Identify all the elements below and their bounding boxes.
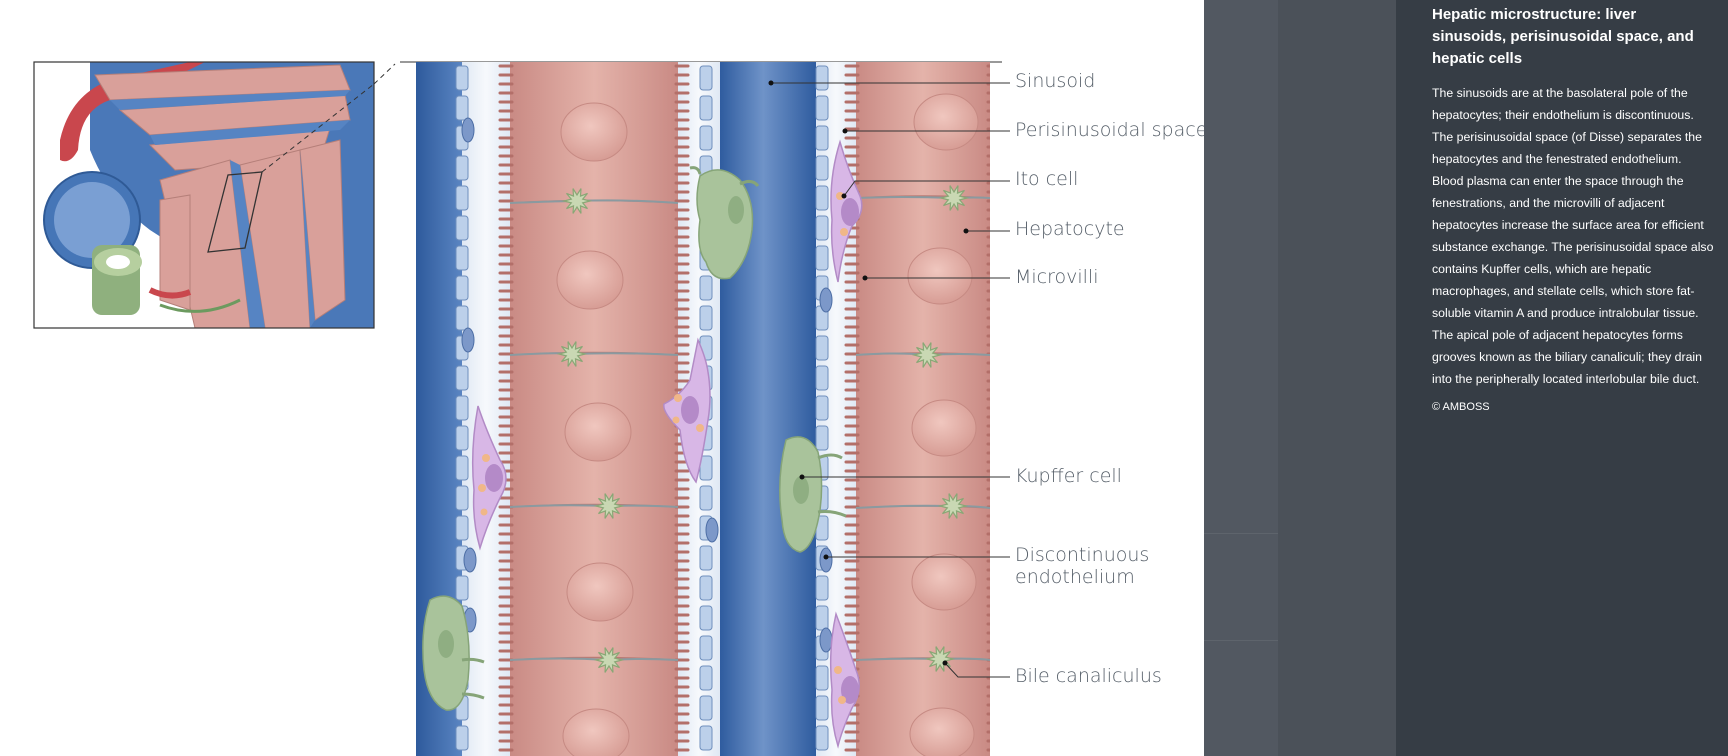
endothelial-nucleus bbox=[461, 117, 475, 143]
endothelial-nucleus bbox=[461, 327, 475, 353]
endothelial-cell-segment bbox=[455, 95, 469, 121]
endothelial-cell-segment bbox=[455, 485, 469, 511]
endothelial-cell-segment bbox=[699, 125, 713, 151]
endothelial-cell-segment bbox=[699, 665, 713, 691]
gutter-strip-left bbox=[1204, 0, 1278, 756]
endothelial-nucleus bbox=[819, 627, 833, 653]
endothelial-cell-segment bbox=[455, 575, 469, 601]
endothelial-cell-segment bbox=[455, 725, 469, 751]
endothelial-cell-segment bbox=[455, 365, 469, 391]
viewer-gutter bbox=[1204, 0, 1396, 756]
label-hepatocyte: Hepatocyte bbox=[1015, 218, 1125, 240]
endothelial-cell-segment bbox=[699, 305, 713, 331]
endothelial-cell-segment bbox=[699, 725, 713, 751]
label-kupffer-cell: Kupffer cell bbox=[1015, 465, 1122, 487]
endothelial-nucleus bbox=[463, 547, 477, 573]
endothelial-cell-segment bbox=[455, 305, 469, 331]
endothelial-cell-segment bbox=[815, 395, 829, 421]
endothelial-cell-segment bbox=[455, 425, 469, 451]
endothelial-cell-segment bbox=[815, 695, 829, 721]
endothelial-cell-segment bbox=[815, 365, 829, 391]
endothelial-nucleus bbox=[705, 517, 719, 543]
label-microvilli: Microvilli bbox=[1015, 266, 1099, 288]
label-discontinuous-endothelium-line1: Discontinuous bbox=[1015, 544, 1150, 566]
endothelial-cell-segment bbox=[699, 95, 713, 121]
bile-canaliculus-star bbox=[593, 647, 625, 673]
endothelial-cell-segment bbox=[699, 545, 713, 571]
endothelial-cell-segment bbox=[815, 665, 829, 691]
endothelial-cell-segment bbox=[455, 245, 469, 271]
endothelial-cell-segment bbox=[699, 635, 713, 661]
bile-canaliculus-star bbox=[911, 342, 943, 368]
bile-canaliculus-star bbox=[593, 493, 625, 519]
endothelial-cell-segment bbox=[699, 275, 713, 301]
copyright-notice: © AMBOSS bbox=[1432, 401, 1490, 413]
endothelial-cell-segment bbox=[455, 395, 469, 421]
label-ito-cell: Ito cell bbox=[1015, 168, 1079, 190]
endothelial-cell-segment bbox=[815, 335, 829, 361]
liver-microstructure-illustration bbox=[33, 61, 1010, 756]
label-bile-canaliculus: Bile canaliculus bbox=[1015, 665, 1162, 687]
endothelial-nucleus bbox=[819, 287, 833, 313]
endothelial-nucleus bbox=[819, 547, 833, 573]
figure-stage: Sinusoid Perisinusoidal space Ito cell H… bbox=[33, 61, 1204, 756]
endothelial-cell-segment bbox=[455, 155, 469, 181]
endothelial-cell-segment bbox=[815, 155, 829, 181]
inset-overview bbox=[34, 62, 374, 328]
gutter-divider bbox=[1204, 533, 1278, 534]
endothelial-cell-segment bbox=[815, 725, 829, 751]
endothelial-cell-segment bbox=[699, 695, 713, 721]
endothelial-cell-segment bbox=[699, 65, 713, 91]
endothelial-cell-segment bbox=[455, 185, 469, 211]
gutter-strip-right bbox=[1278, 0, 1396, 756]
endothelial-cell-segment bbox=[815, 245, 829, 271]
endothelial-cell-segment bbox=[815, 185, 829, 211]
endothelial-cell-segment bbox=[699, 605, 713, 631]
bile-canaliculus-star bbox=[924, 646, 956, 672]
endothelial-cell-segment bbox=[815, 125, 829, 151]
endothelial-cell-segment bbox=[699, 485, 713, 511]
endothelial-cell-segment bbox=[815, 425, 829, 451]
endothelial-cell-segment bbox=[455, 515, 469, 541]
bile-canaliculus-star bbox=[938, 185, 970, 211]
label-discontinuous-endothelium-line2: endothelium bbox=[1015, 566, 1135, 588]
label-perisinusoidal-space: Perisinusoidal space bbox=[1015, 119, 1204, 141]
label-sinusoid: Sinusoid bbox=[1015, 70, 1096, 92]
gutter-divider bbox=[1204, 640, 1278, 641]
bile-canaliculus-star bbox=[561, 188, 593, 214]
label-anchor-dots bbox=[768, 80, 969, 666]
bile-canaliculus-star bbox=[556, 341, 588, 367]
endothelial-cell-segment bbox=[815, 65, 829, 91]
bile-canaliculus-group bbox=[556, 185, 970, 673]
caption-title: Hepatic microstructure: liver sinusoids,… bbox=[1432, 6, 1694, 67]
endothelial-cell-segment bbox=[455, 455, 469, 481]
endothelial-cell-segment bbox=[815, 215, 829, 241]
endothelial-cell-segment bbox=[815, 95, 829, 121]
caption-body: The sinusoids are at the basolateral pol… bbox=[1432, 86, 1714, 386]
label-leader-lines bbox=[771, 82, 1010, 678]
endothelial-cell-segment bbox=[815, 575, 829, 601]
bile-canaliculus-star bbox=[937, 493, 969, 519]
caption-sidebar: Hepatic microstructure: liver sinusoids,… bbox=[1396, 0, 1728, 756]
endothelial-cell-segment bbox=[699, 575, 713, 601]
endothelial-cell-segment bbox=[455, 215, 469, 241]
endothelial-cell-segment bbox=[815, 605, 829, 631]
endothelial-cell-segment bbox=[455, 65, 469, 91]
endothelial-cell-segment bbox=[455, 275, 469, 301]
inset-frame bbox=[33, 61, 375, 329]
